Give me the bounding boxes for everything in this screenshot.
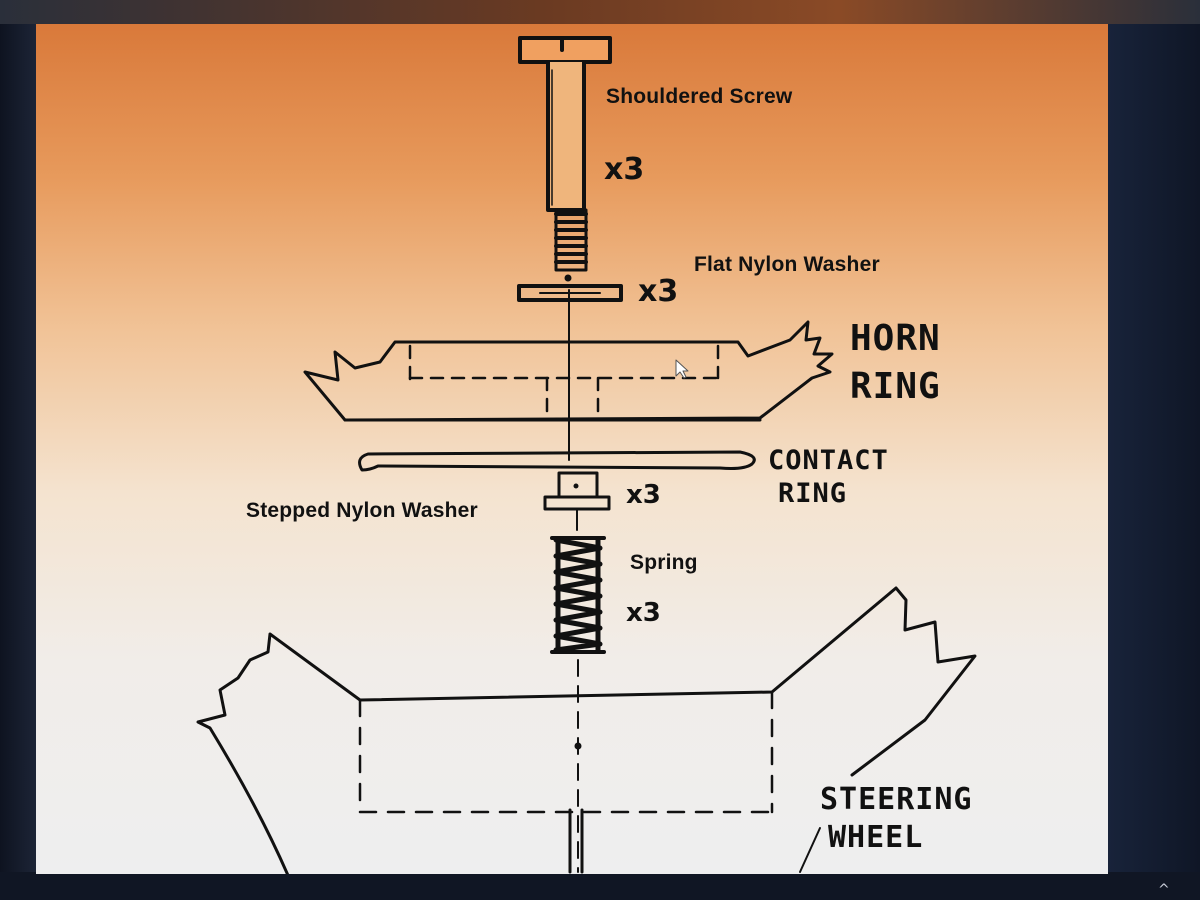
stepped-nylon-washer-qty: x3 (626, 480, 661, 510)
flat-nylon-washer-drawing (517, 284, 623, 302)
monitor-bezel-right (1108, 24, 1200, 900)
shouldered-screw-qty: x3 (604, 152, 645, 187)
screen-display: Shouldered Screw x3 Flat Nylon Washer x3… (36, 24, 1108, 874)
flat-nylon-washer-qty: x3 (638, 274, 679, 309)
contact-ring-drawing (358, 450, 756, 472)
horn-ring-drawing (303, 320, 834, 422)
monitor-bezel-top (0, 0, 1200, 24)
stepped-nylon-washer-drawing (543, 471, 611, 511)
steering-wheel-drawing (196, 586, 977, 874)
stepped-nylon-washer-label: Stepped Nylon Washer (246, 499, 478, 522)
monitor-bezel-bottom (0, 872, 1200, 900)
exploded-assembly-diagram (196, 36, 977, 874)
spring-drawing (550, 536, 606, 654)
monitor-bezel-left (0, 24, 36, 900)
spring-label: Spring (630, 551, 698, 574)
shouldered-screw-label: Shouldered Screw (606, 85, 793, 108)
horn-ring-label-line2: RING (850, 366, 941, 407)
chevron-up-icon[interactable]: ^ (1158, 882, 1170, 898)
contact-ring-label-line2: RING (778, 478, 848, 509)
spring-qty: x3 (626, 598, 661, 628)
contact-ring-label-line1: CONTACT (768, 445, 889, 476)
shouldered-screw-drawing (518, 36, 612, 282)
mouse-pointer-icon (675, 359, 689, 379)
horn-ring-label-line1: HORN (850, 318, 941, 359)
steering-wheel-label-line1: STEERING (820, 782, 973, 817)
steering-wheel-label-line2: WHEEL (828, 820, 924, 855)
flat-nylon-washer-label: Flat Nylon Washer (694, 253, 880, 276)
